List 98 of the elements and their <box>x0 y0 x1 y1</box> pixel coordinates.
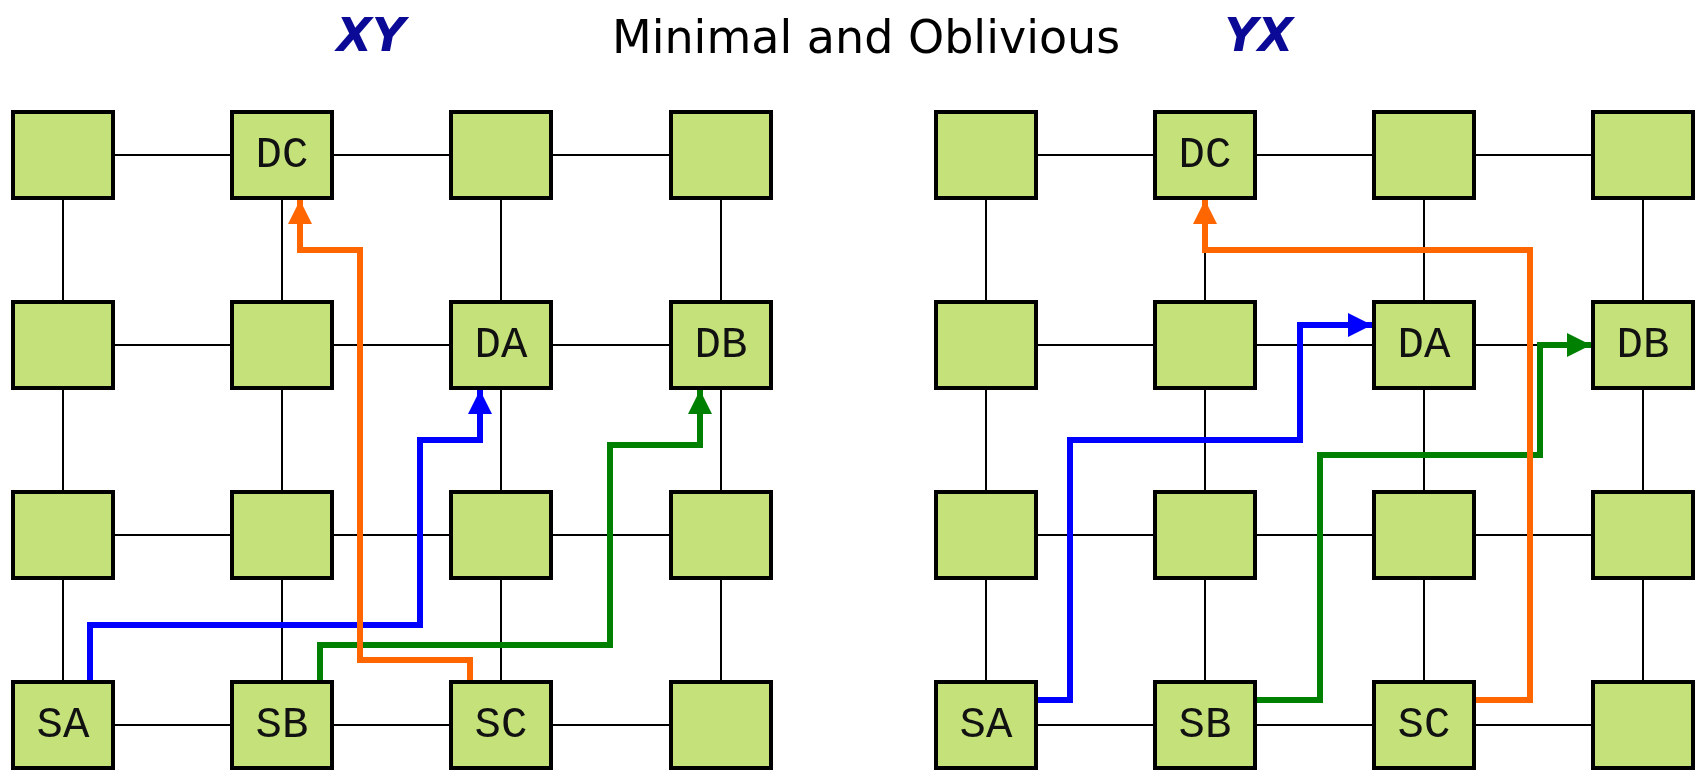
link-line <box>333 724 450 726</box>
router-box <box>11 490 115 580</box>
link-line <box>1475 534 1592 536</box>
router-box <box>11 300 115 390</box>
router-box <box>1153 110 1257 200</box>
link-line <box>552 724 670 726</box>
router-box <box>449 110 553 200</box>
link-line <box>1423 199 1425 301</box>
router-box <box>1372 490 1476 580</box>
node-label: DC <box>255 133 309 177</box>
router-box <box>934 300 1038 390</box>
link-line <box>720 579 722 681</box>
router-box <box>449 490 553 580</box>
router-box <box>669 490 773 580</box>
router-box <box>1372 300 1476 390</box>
link-line <box>1642 199 1644 301</box>
node-label: SA <box>959 703 1013 747</box>
router-box <box>1591 300 1695 390</box>
link-line <box>1204 579 1206 681</box>
router-box <box>934 490 1038 580</box>
route-arrow <box>288 200 473 680</box>
node-label: DB <box>1616 323 1670 367</box>
link-line <box>1204 389 1206 491</box>
router-box <box>230 300 334 390</box>
router-box <box>1153 490 1257 580</box>
link-line <box>1037 344 1154 346</box>
link-line <box>500 389 502 491</box>
router-box <box>1591 680 1695 770</box>
route-arrow <box>1257 333 1591 703</box>
link-line <box>1642 579 1644 681</box>
link-line <box>62 389 64 491</box>
link-line <box>114 534 231 536</box>
link-line <box>1037 724 1154 726</box>
router-box <box>669 300 773 390</box>
link-line <box>552 534 670 536</box>
routing-label: YX <box>1224 10 1294 61</box>
route-arrow <box>1193 200 1533 703</box>
link-line <box>720 389 722 491</box>
link-line <box>1642 389 1644 491</box>
link-line <box>281 199 283 301</box>
link-line <box>1256 344 1373 346</box>
title: Minimal and Oblivious <box>612 12 1121 63</box>
node-label: SB <box>255 703 309 747</box>
link-line <box>333 344 450 346</box>
router-box <box>230 110 334 200</box>
link-line <box>1475 724 1592 726</box>
node-label: DB <box>694 323 748 367</box>
link-line <box>1423 579 1425 681</box>
link-line <box>281 579 283 681</box>
router-box <box>230 490 334 580</box>
link-line <box>281 389 283 491</box>
link-line <box>985 389 987 491</box>
link-line <box>552 344 670 346</box>
link-line <box>1037 154 1154 156</box>
link-line <box>62 199 64 301</box>
router-box <box>934 680 1038 770</box>
node-label: SA <box>36 703 90 747</box>
node-label: SC <box>474 703 528 747</box>
link-line <box>62 579 64 681</box>
link-line <box>985 199 987 301</box>
link-line <box>1037 534 1154 536</box>
router-box <box>934 110 1038 200</box>
router-box <box>669 680 773 770</box>
router-box <box>1591 110 1695 200</box>
router-box <box>1372 680 1476 770</box>
link-line <box>114 344 231 346</box>
link-line <box>1423 389 1425 491</box>
node-label: SB <box>1178 703 1232 747</box>
link-line <box>333 534 450 536</box>
router-box <box>449 680 553 770</box>
route-arrow <box>87 390 492 680</box>
node-label: SC <box>1397 703 1451 747</box>
link-line <box>552 154 670 156</box>
link-line <box>333 154 450 156</box>
link-line <box>500 199 502 301</box>
link-line <box>500 579 502 681</box>
link-line <box>114 724 231 726</box>
link-line <box>114 154 231 156</box>
node-label: DA <box>1397 323 1451 367</box>
router-box <box>1153 300 1257 390</box>
router-box <box>11 110 115 200</box>
link-line <box>1256 534 1373 536</box>
node-label: DA <box>474 323 528 367</box>
route-arrow <box>1038 313 1372 703</box>
node-label: DC <box>1178 133 1232 177</box>
router-box <box>11 680 115 770</box>
link-line <box>1256 154 1373 156</box>
link-line <box>720 199 722 301</box>
link-line <box>985 579 987 681</box>
router-box <box>669 110 773 200</box>
router-box <box>449 300 553 390</box>
router-box <box>230 680 334 770</box>
route-arrow <box>317 390 712 680</box>
link-line <box>1475 154 1592 156</box>
router-box <box>1153 680 1257 770</box>
router-box <box>1591 490 1695 580</box>
router-box <box>1372 110 1476 200</box>
link-line <box>1256 724 1373 726</box>
